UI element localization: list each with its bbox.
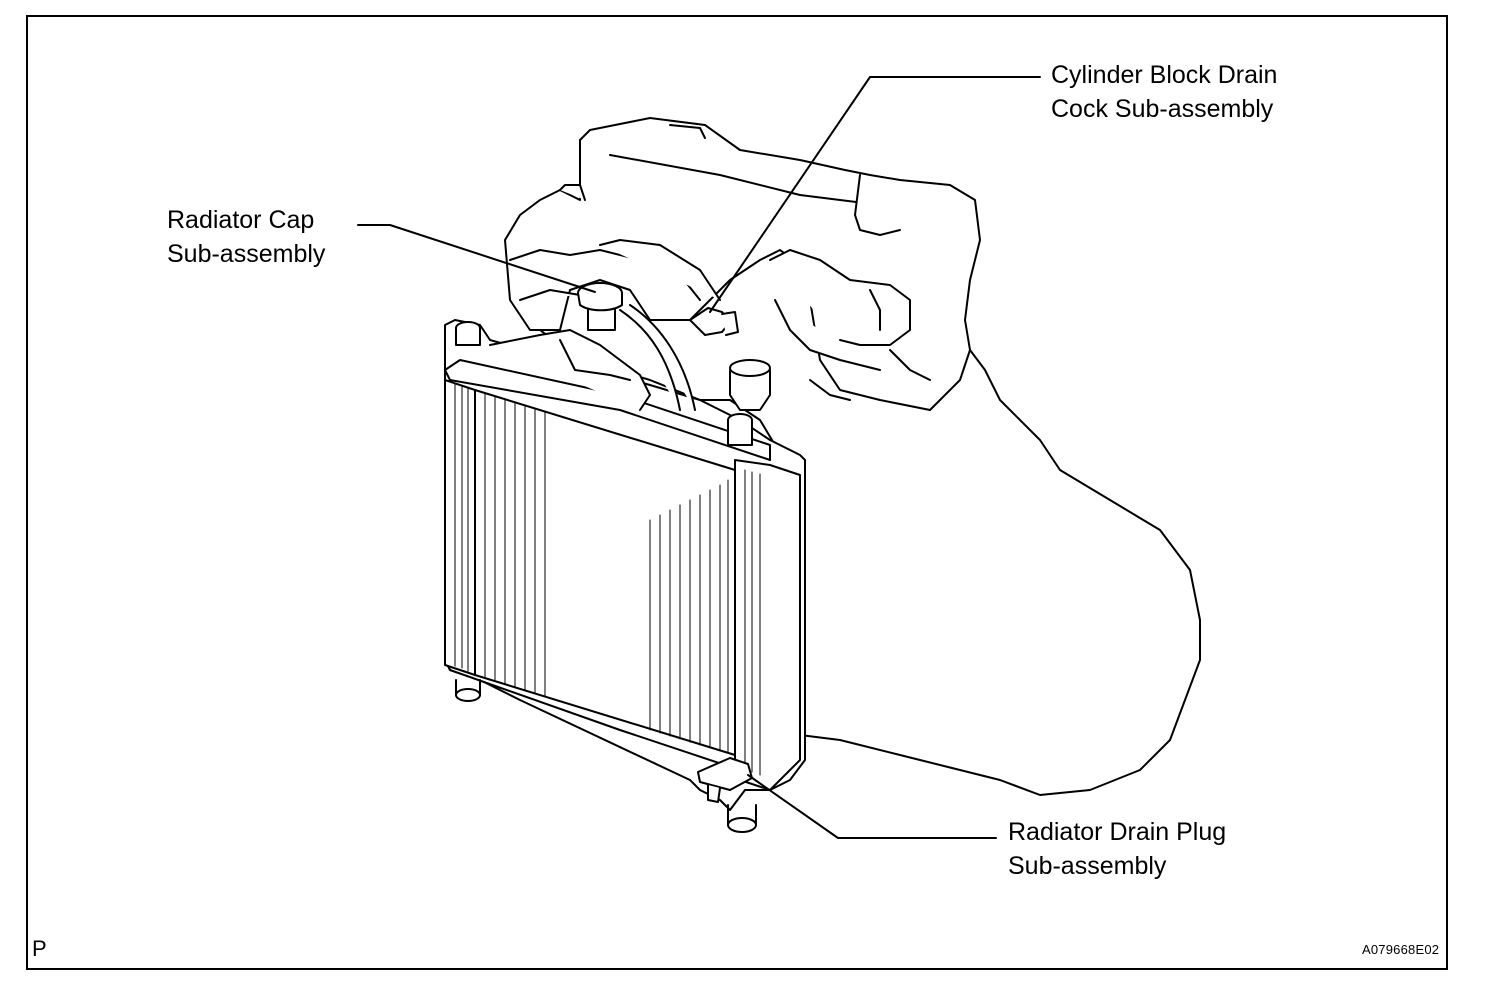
figure-id: A079668E02 — [1362, 942, 1440, 957]
callout-line-1: Radiator Cap — [167, 206, 315, 234]
radiator-core-fins — [454, 383, 761, 776]
radiator — [444, 299, 806, 833]
callout-line-2: Sub-assembly — [1008, 852, 1167, 880]
callout-cylinder-block-drain-cock: Cylinder Block Drain Cock Sub-assembly — [1051, 58, 1277, 126]
leader-line-cylinder-drain — [709, 76, 1041, 313]
callout-line-2: Sub-assembly — [167, 240, 326, 268]
leader-line-radiator-drain — [747, 774, 997, 839]
leader-lines — [357, 76, 1041, 839]
drain-cock-part — [689, 307, 739, 336]
callout-line-1: Radiator Drain Plug — [1008, 818, 1227, 846]
corner-mark: P — [32, 936, 47, 961]
callout-line-1: Cylinder Block Drain — [1051, 61, 1278, 89]
callout-radiator-drain-plug: Radiator Drain Plug Sub-assembly — [1008, 815, 1226, 883]
callout-line-2: Cock Sub-assembly — [1051, 95, 1274, 123]
leader-line-radiator-cap — [357, 224, 596, 293]
engine-block — [504, 117, 1201, 796]
radiator-cap-part — [577, 282, 623, 312]
callout-radiator-cap: Radiator Cap Sub-assembly — [167, 203, 325, 271]
